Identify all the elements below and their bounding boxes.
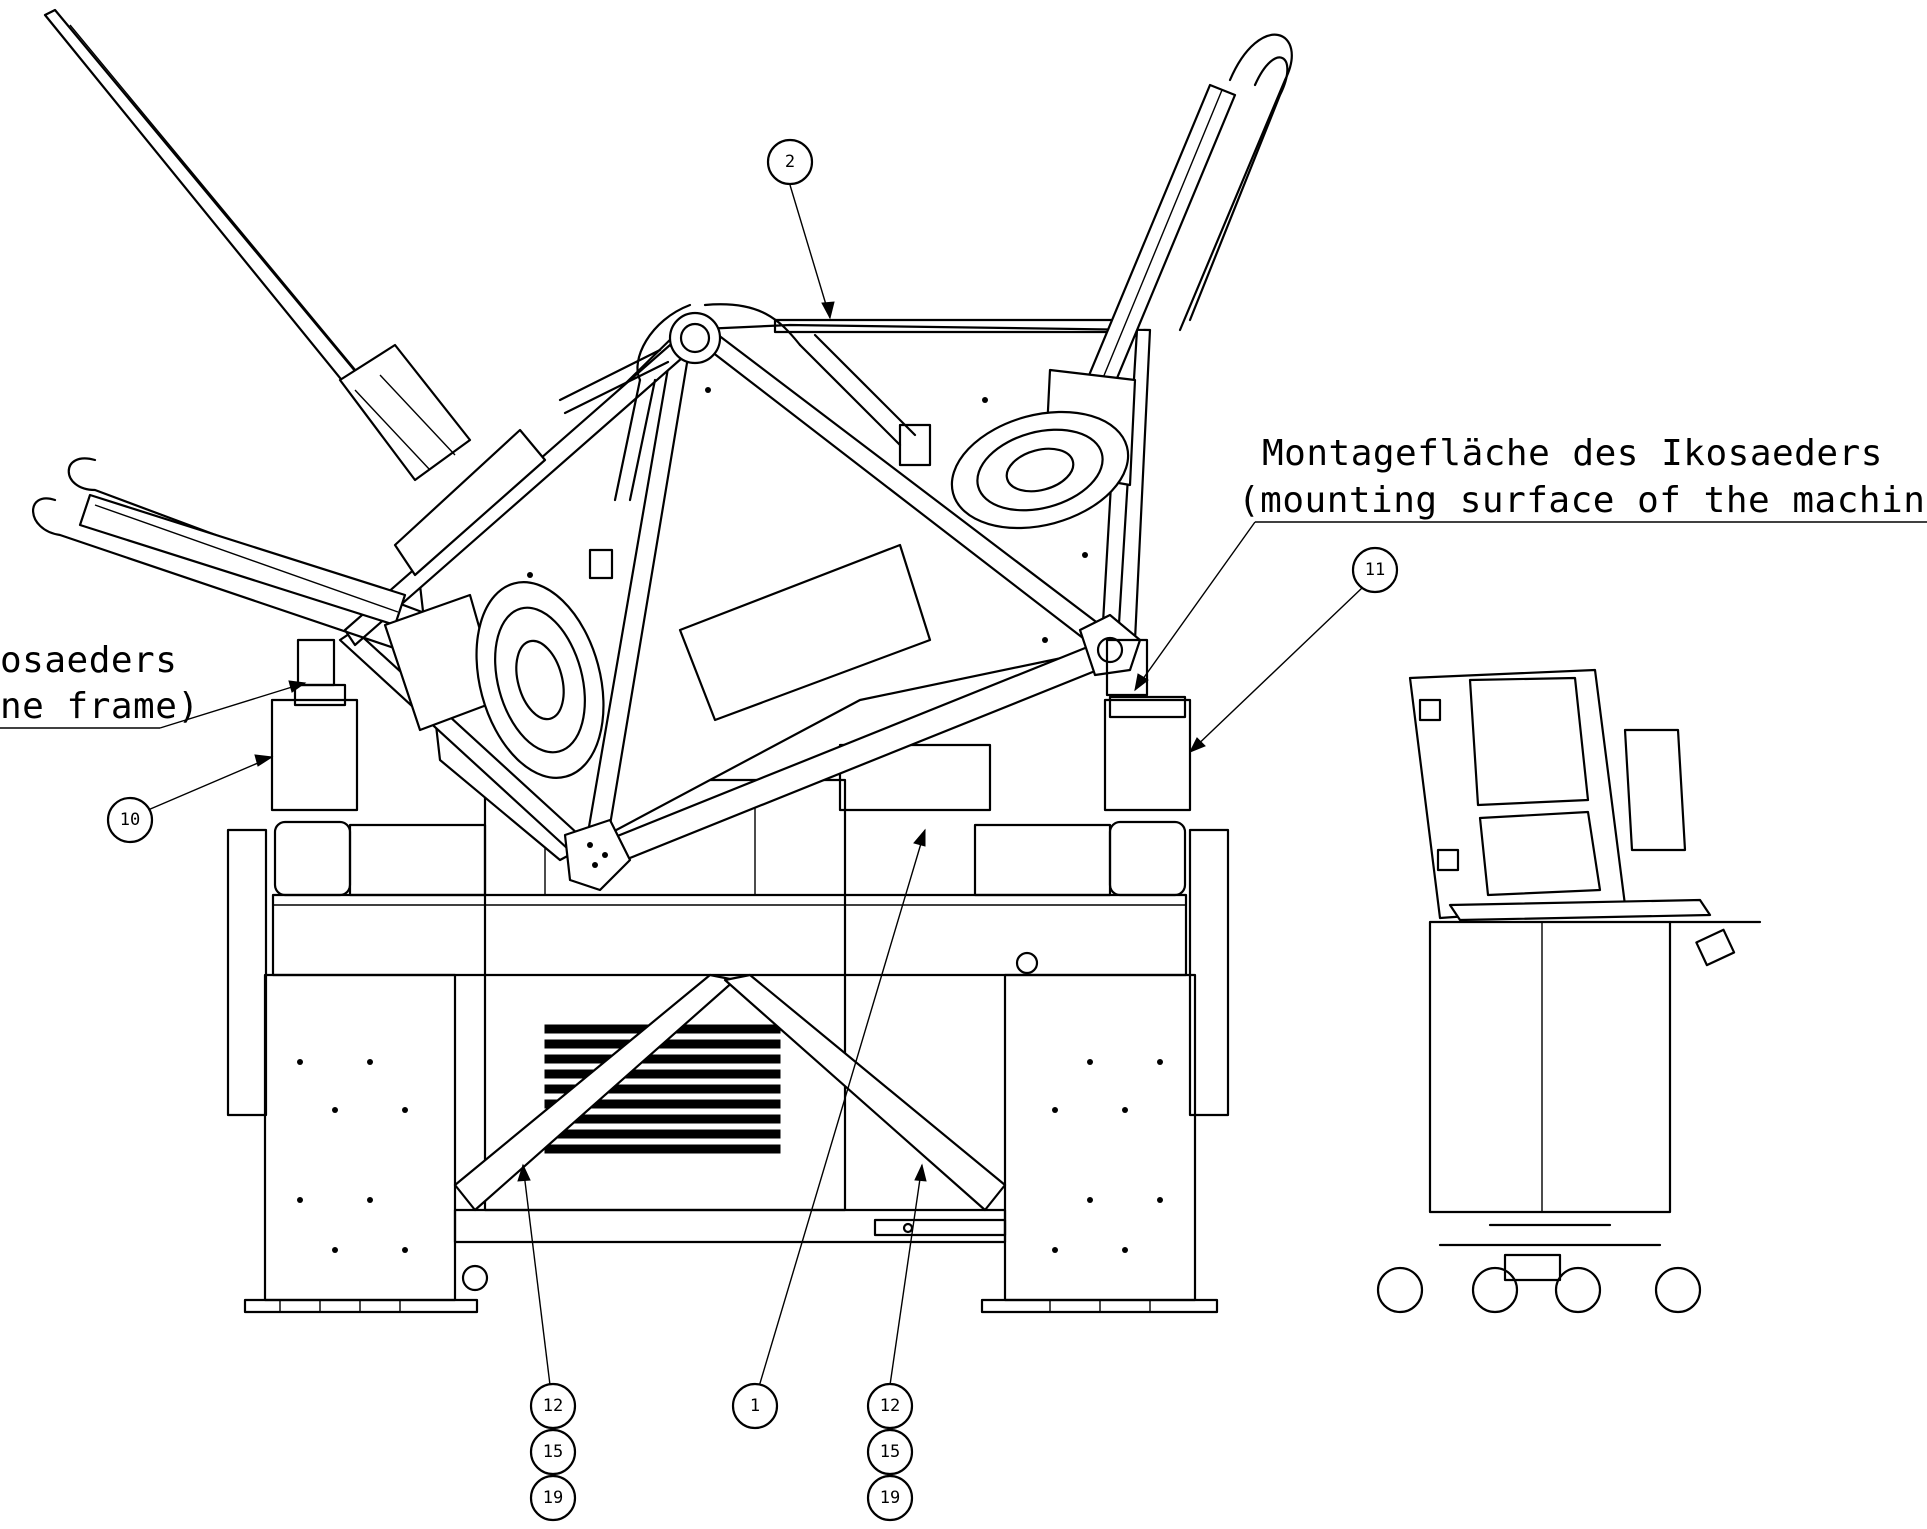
- left-label-line1: osaeders: [0, 640, 177, 681]
- callout-2: 2: [766, 138, 814, 186]
- control-cart: [1376, 668, 1762, 1314]
- actuator-upper-left: [43, 8, 547, 577]
- actuator-right: [950, 33, 1293, 719]
- callout-10: 10: [106, 796, 154, 844]
- callout-1: 1: [731, 1382, 779, 1430]
- svg-text:12: 12: [880, 1396, 900, 1416]
- callout-stack-left: 12 15 19: [529, 1382, 577, 1522]
- right-label-line1: Montagefläche des Ikosaeders: [1262, 433, 1883, 474]
- svg-text:2: 2: [785, 152, 795, 172]
- svg-text:12: 12: [543, 1396, 563, 1416]
- right-label-line2: (mounting surface of the machine frame): [1238, 480, 1927, 521]
- svg-text:11: 11: [1365, 560, 1385, 580]
- callout-stack-right: 12 15 19: [866, 1382, 914, 1522]
- callout-11: 11: [1351, 546, 1399, 594]
- actuator-left: [32, 457, 605, 779]
- svg-text:19: 19: [880, 1488, 900, 1508]
- svg-text:15: 15: [880, 1442, 900, 1462]
- left-label-line2: ne frame): [0, 686, 200, 727]
- svg-text:1: 1: [750, 1396, 760, 1416]
- svg-text:19: 19: [543, 1488, 563, 1508]
- svg-text:10: 10: [120, 810, 140, 830]
- machine-base: [226, 698, 1230, 1314]
- svg-text:15: 15: [543, 1442, 563, 1462]
- leader-lines: [0, 184, 1927, 1391]
